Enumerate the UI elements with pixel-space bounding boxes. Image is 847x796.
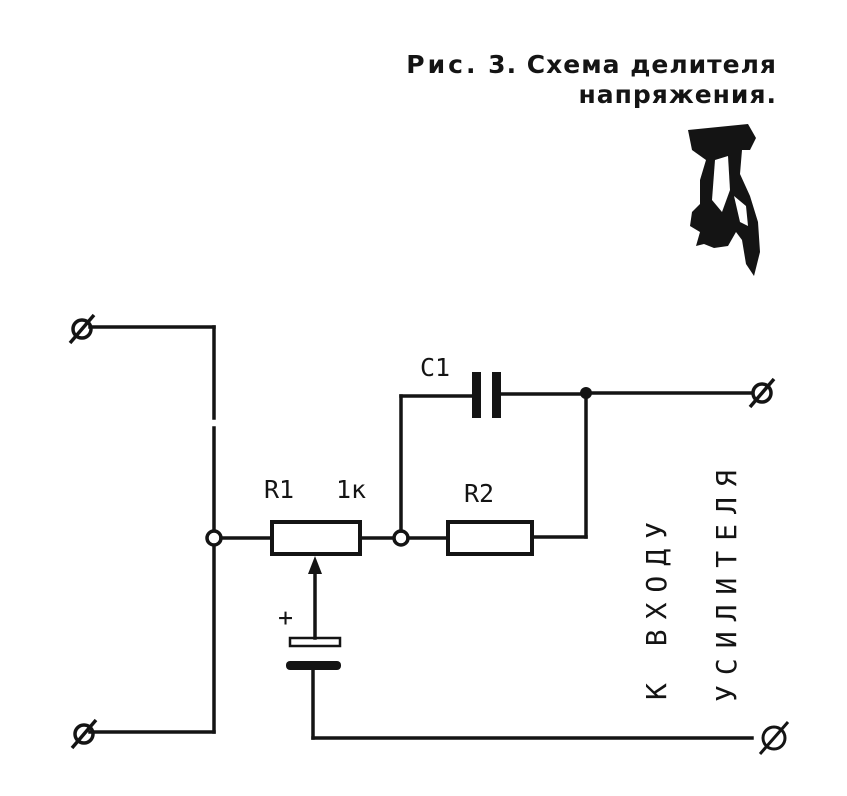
input-terminal-top bbox=[68, 313, 96, 345]
output-label-line-1: К ВХОДУ bbox=[640, 512, 673, 700]
input-terminal-bottom bbox=[70, 718, 98, 750]
left-bus-wire bbox=[88, 325, 216, 734]
c1-plate-right bbox=[492, 372, 501, 418]
output-terminal-bottom bbox=[758, 721, 790, 755]
pointing-hand-icon bbox=[688, 124, 760, 276]
r1-value-label: 1к bbox=[336, 475, 366, 504]
caption-line-1: Рис. 3. Схема делителя bbox=[406, 50, 777, 80]
output-terminal-top bbox=[748, 377, 776, 409]
output-label-line-2: УСИЛИТЕЛЯ bbox=[710, 460, 743, 702]
caption-line-2: напряжения. bbox=[578, 80, 777, 109]
junction-middle bbox=[392, 529, 410, 547]
junction-left bbox=[205, 529, 223, 547]
battery-plus-label: + bbox=[278, 603, 293, 632]
c1-label: C1 bbox=[420, 353, 450, 382]
c1-plate-left bbox=[472, 372, 481, 418]
figure-caption: Рис. 3. Схема делителя напряжения. bbox=[406, 50, 777, 110]
caption-title: 3. Схема делителя bbox=[488, 50, 777, 79]
r1-wiper-arrow bbox=[308, 556, 322, 640]
r2-label: R2 bbox=[464, 479, 494, 508]
battery-positive-plate bbox=[288, 636, 342, 648]
caption-prefix: Рис. bbox=[406, 50, 479, 79]
r1-resistor bbox=[270, 520, 362, 556]
r2-resistor bbox=[446, 520, 534, 556]
r1-label: R1 bbox=[264, 475, 294, 504]
battery-negative-plate bbox=[286, 661, 341, 670]
